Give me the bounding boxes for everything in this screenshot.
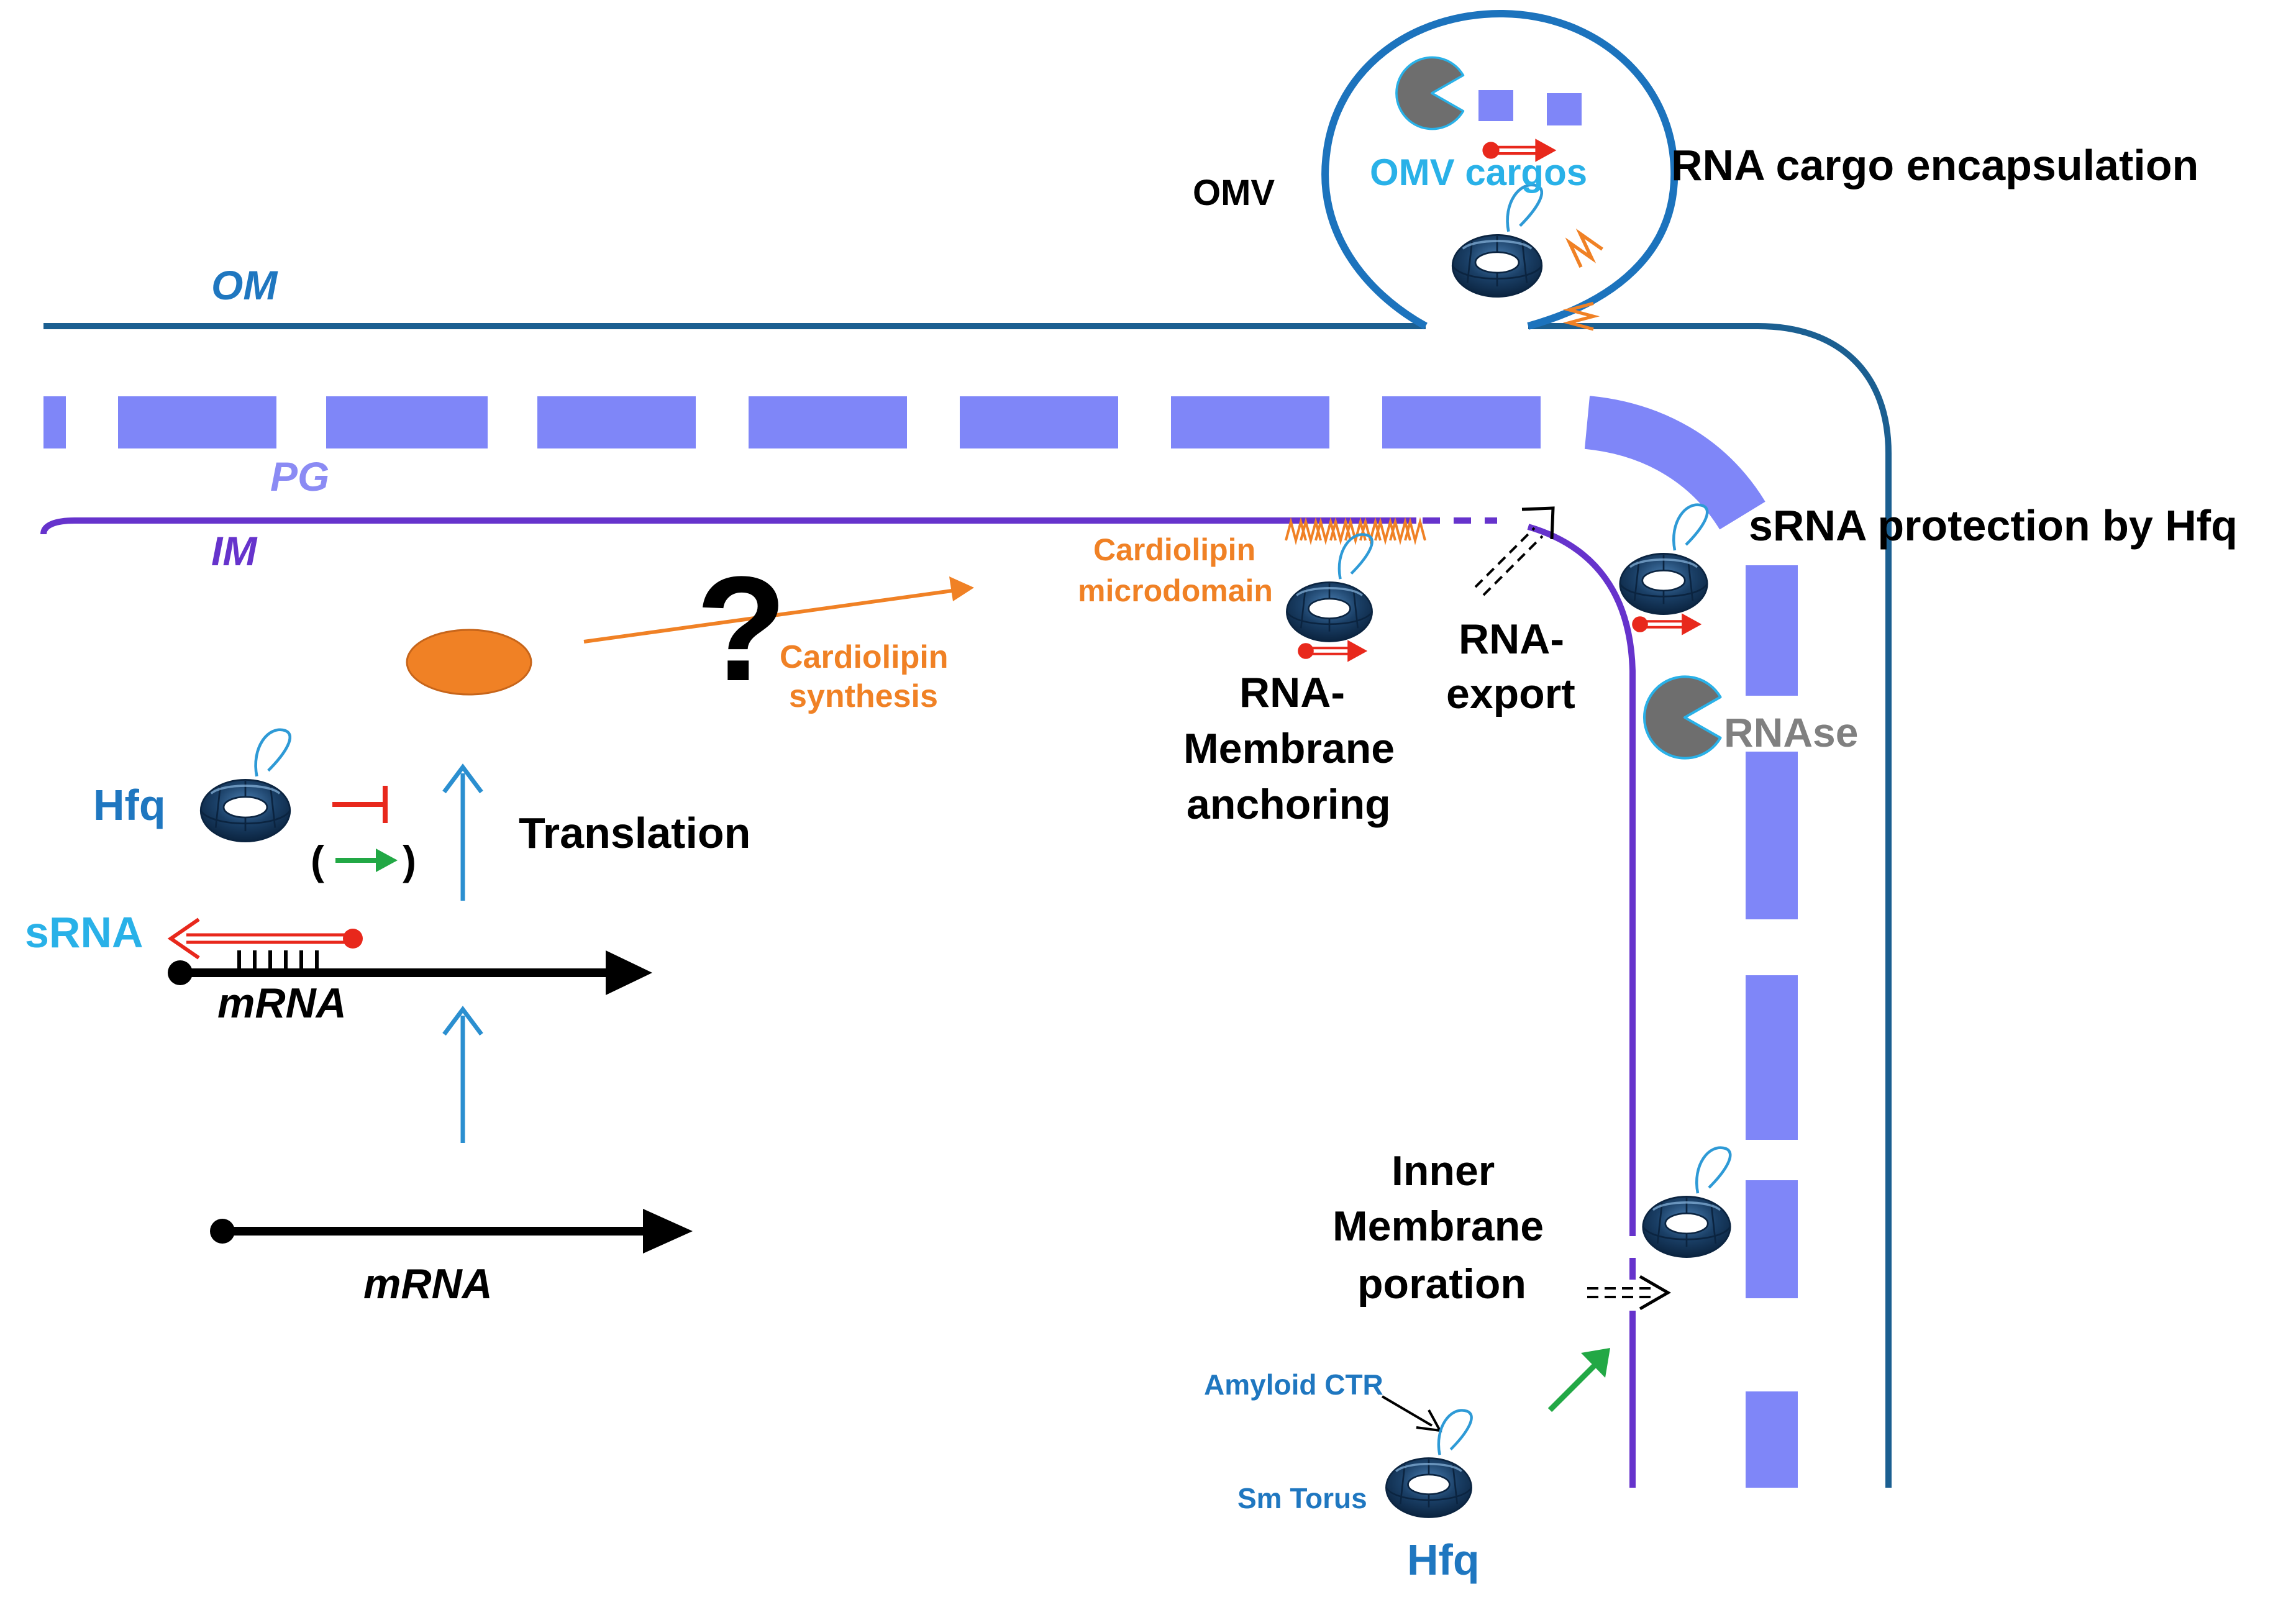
poration-hfq-icon	[1643, 1148, 1730, 1257]
omv-rnase-icon	[1395, 56, 1465, 130]
left-hfq-icon	[201, 730, 290, 842]
omv-hfq-icon	[1452, 185, 1542, 297]
mrna-lower-strand	[210, 1209, 693, 1254]
rna-export-label-1: RNA-	[1459, 616, 1564, 663]
srna-label: sRNA	[25, 908, 144, 957]
translation-arrow	[442, 763, 483, 901]
cardiolipin-synthesis-arrow	[583, 576, 974, 644]
base-pairing	[237, 950, 319, 970]
poration-label-3: poration	[1357, 1260, 1526, 1308]
anchoring-label-3: anchoring	[1187, 781, 1391, 828]
mrna-upper-strand	[168, 950, 652, 995]
poration-export-arrow	[1587, 1275, 1671, 1311]
inner-membrane	[40, 517, 1636, 1488]
anchored-hfq-icon	[1287, 534, 1372, 641]
bottom-hfq-icon	[1386, 1410, 1471, 1517]
poration-green-arrow	[1547, 1348, 1610, 1413]
transcription-arrow	[442, 1006, 483, 1143]
anchoring-label-1: RNA-	[1239, 669, 1345, 716]
omv-pg-fragment	[1478, 90, 1513, 121]
periplasm-hfq-icon	[1620, 505, 1707, 614]
amyloid-ctr-pointer	[1381, 1395, 1442, 1432]
omv-vesicle	[1321, 9, 1679, 329]
rnase-label: RNAse	[1724, 709, 1858, 755]
amyloid-ctr-label: Amyloid CTR	[1204, 1368, 1383, 1401]
anchoring-label-2: Membrane	[1183, 725, 1395, 772]
om-label: OM	[211, 262, 278, 308]
anchored-srna-icon	[1298, 640, 1367, 662]
cardiolipin-microdomain-label-1: Cardiolipin	[1093, 532, 1255, 567]
omv-pg-fragment	[1547, 93, 1582, 125]
hfq-bottom-label: Hfq	[1407, 1536, 1480, 1584]
srna-strand	[167, 917, 363, 960]
poration-label-2: Membrane	[1332, 1203, 1544, 1250]
cardiolipin-microdomain-label-2: microdomain	[1078, 573, 1273, 608]
srna-protection-label: sRNA protection by Hfq	[1749, 501, 2238, 550]
im-label: IM	[211, 528, 258, 574]
paren-open: (	[311, 837, 324, 883]
mrna-upper-label: mRNA	[217, 980, 347, 1027]
rna-cargo-encapsulation-label: RNA cargo encapsulation	[1671, 141, 2198, 189]
mrna-lower-label: mRNA	[363, 1260, 493, 1308]
peptidoglycan-layer	[43, 396, 1798, 1488]
rna-export-label-2: export	[1446, 670, 1575, 717]
omv-label: OMV	[1193, 173, 1275, 213]
cardiolipin-synthesis-label-2: synthesis	[789, 678, 938, 714]
rnase-icon	[1644, 676, 1720, 758]
rna-export-arrow	[1474, 506, 1555, 596]
cardiolipin-synthase-protein	[406, 629, 532, 696]
cardiolipin-synthesis-label-1: Cardiolipin	[780, 639, 949, 675]
hfq-left-label: Hfq	[93, 781, 166, 829]
sm-torus-label: Sm Torus	[1237, 1482, 1367, 1514]
omv-cargos-label: OMV cargos	[1370, 152, 1587, 193]
periplasm-srna-icon	[1632, 613, 1702, 635]
translation-label: Translation	[519, 809, 750, 857]
activation-icon	[335, 849, 398, 872]
outer-membrane	[43, 323, 1892, 1488]
question-mark: ?	[696, 545, 787, 712]
poration-label-1: Inner	[1392, 1147, 1495, 1195]
paren-close: )	[403, 837, 416, 883]
pg-label: PG	[270, 453, 329, 499]
repression-icon	[332, 786, 388, 823]
